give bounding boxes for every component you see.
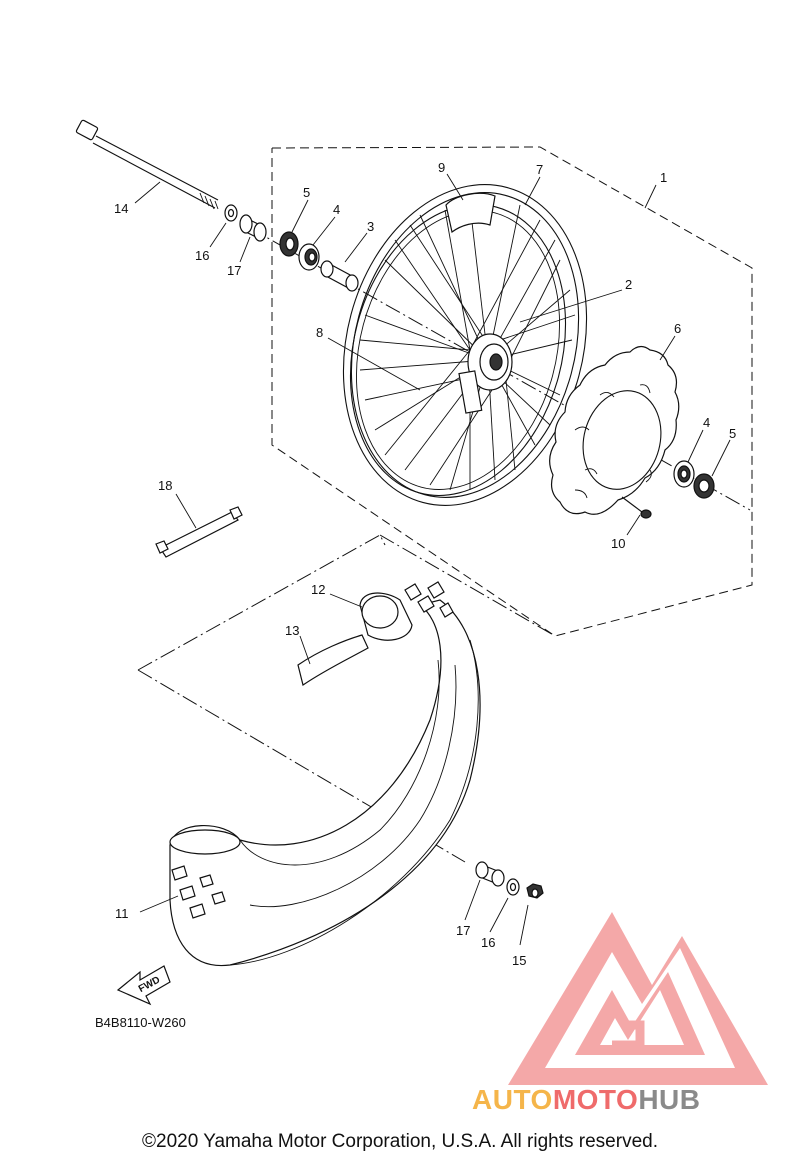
callout-17-left: 17 — [227, 263, 241, 278]
callout-14: 14 — [114, 201, 128, 216]
callout-16-left: 16 — [195, 248, 209, 263]
wheel-hub — [458, 333, 513, 414]
inner-tube — [359, 592, 413, 641]
callout-1: 1 — [660, 170, 667, 185]
spacer-tube — [320, 260, 359, 292]
disc-bolt — [621, 496, 652, 519]
callout-2: 2 — [625, 277, 632, 292]
callout-5-left: 5 — [303, 185, 310, 200]
brand-moto: MOTO — [552, 1084, 639, 1115]
collar-right — [475, 861, 505, 887]
callout-15: 15 — [512, 953, 526, 968]
tire — [169, 581, 481, 967]
wheel-spokes — [359, 204, 576, 491]
axle-shaft — [75, 119, 219, 210]
callout-4-right: 4 — [703, 415, 710, 430]
callout-4-left: 4 — [333, 202, 340, 217]
callout-8: 8 — [316, 325, 323, 340]
tire-frame-line — [137, 534, 386, 671]
automotohub-logo-icon — [508, 912, 768, 1085]
automotohub-wordmark: AUTOMOTOHUB — [472, 1084, 794, 1120]
axle-nut — [526, 883, 544, 899]
callout-7: 7 — [536, 162, 543, 177]
tube-protector — [297, 634, 369, 686]
rim-band — [445, 192, 496, 234]
assembly-boundary-line — [271, 146, 753, 637]
oil-seal-left — [279, 231, 299, 257]
brand-hub: HUB — [638, 1084, 701, 1115]
diagram-code: B4B8110-W260 — [95, 1015, 186, 1030]
callout-3: 3 — [367, 219, 374, 234]
callout-11: 11 — [115, 906, 129, 921]
callout-9: 9 — [438, 160, 445, 175]
callout-13: 13 — [285, 623, 299, 638]
spoke-wrench — [155, 506, 243, 558]
brand-auto: AUTO — [472, 1084, 553, 1115]
callout-17-right: 17 — [456, 923, 470, 938]
bearing-right — [673, 460, 695, 488]
callout-12: 12 — [311, 582, 325, 597]
wheel-rim — [342, 184, 588, 506]
oil-seal-right — [693, 473, 715, 499]
forward-arrow-icon: FWD — [116, 965, 171, 1006]
callout-labels: 1 2 3 4 4 5 5 6 7 8 9 10 11 12 13 14 15 … — [114, 160, 736, 968]
callout-5-right: 5 — [729, 426, 736, 441]
bearing-left — [298, 243, 320, 271]
copyright-notice: ©2020 Yamaha Motor Corporation, U.S.A. A… — [142, 1131, 658, 1152]
callout-18: 18 — [158, 478, 172, 493]
callout-leaders — [134, 173, 731, 946]
callout-10: 10 — [611, 536, 625, 551]
tire-frame-line-2 — [379, 534, 556, 637]
brake-disc — [549, 345, 680, 515]
collar-left — [239, 214, 267, 242]
callout-16-right: 16 — [481, 935, 495, 950]
callout-6: 6 — [674, 321, 681, 336]
